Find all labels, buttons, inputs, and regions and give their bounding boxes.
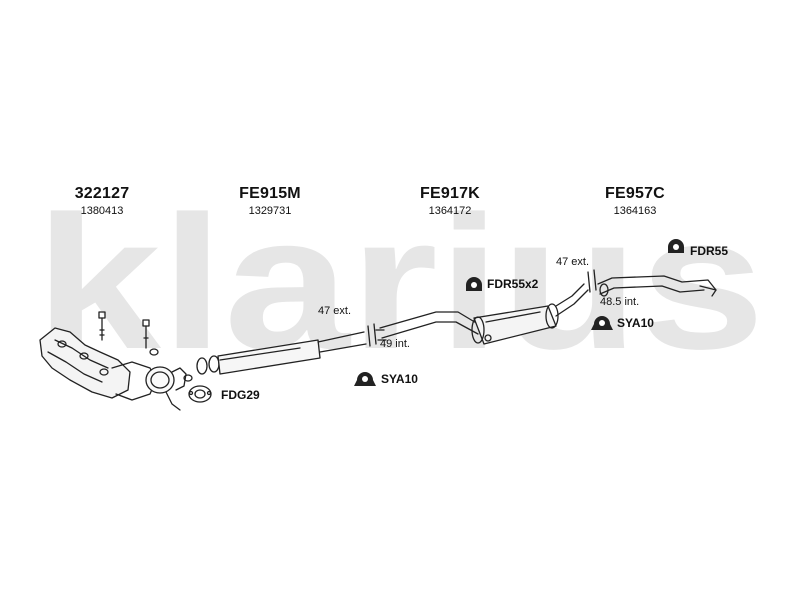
part-code: FE917K [420,185,480,202]
part-number: 1364163 [613,205,657,217]
part-number: 1364172 [428,205,472,217]
part-code: FE957C [605,185,665,202]
hanger-icon-fdr55 [668,239,684,253]
watermark-text: klarius [35,200,765,370]
klarius-watermark: klarius [35,200,765,370]
label-fdr55x2: FDR55x2 [487,277,539,291]
hanger-icon-fdr55x2 [466,277,482,291]
joint-front [367,323,387,347]
label-rear-ext: 47 ext. [556,256,590,268]
part-number: 1329731 [248,205,292,217]
rear-silencer-fe917k [379,283,589,345]
part-fe957c: FE957C 1364163 [590,185,680,217]
part-fe917k: FE917K 1364172 [405,185,495,217]
label-fdr55: FDR55 [690,244,729,258]
bracket-icon-sya10-rear [591,316,613,330]
label-front-ext: 47 ext. [318,305,352,317]
joint-rear [587,269,597,293]
part-322127: 322127 1380413 [62,185,142,217]
manifold-catalyst-322127 [39,311,193,411]
label-front-int: 49 int. [380,338,410,350]
middle-silencer-fe915m [196,331,367,375]
label-sya10-mid: SYA10 [381,372,418,386]
part-code: FE915M [239,185,301,202]
tailpipe-fe957c [597,275,717,297]
part-fe915m: FE915M 1329731 [225,185,315,217]
gasket-fdg29 [188,385,212,403]
part-code: 322127 [74,185,130,202]
part-number: 1380413 [80,205,124,217]
label-rear-int: 48.5 int. [600,296,640,308]
label-fdg29: FDG29 [221,388,260,402]
label-sya10-rear: SYA10 [617,316,654,330]
bracket-icon-sya10-mid [354,372,376,386]
